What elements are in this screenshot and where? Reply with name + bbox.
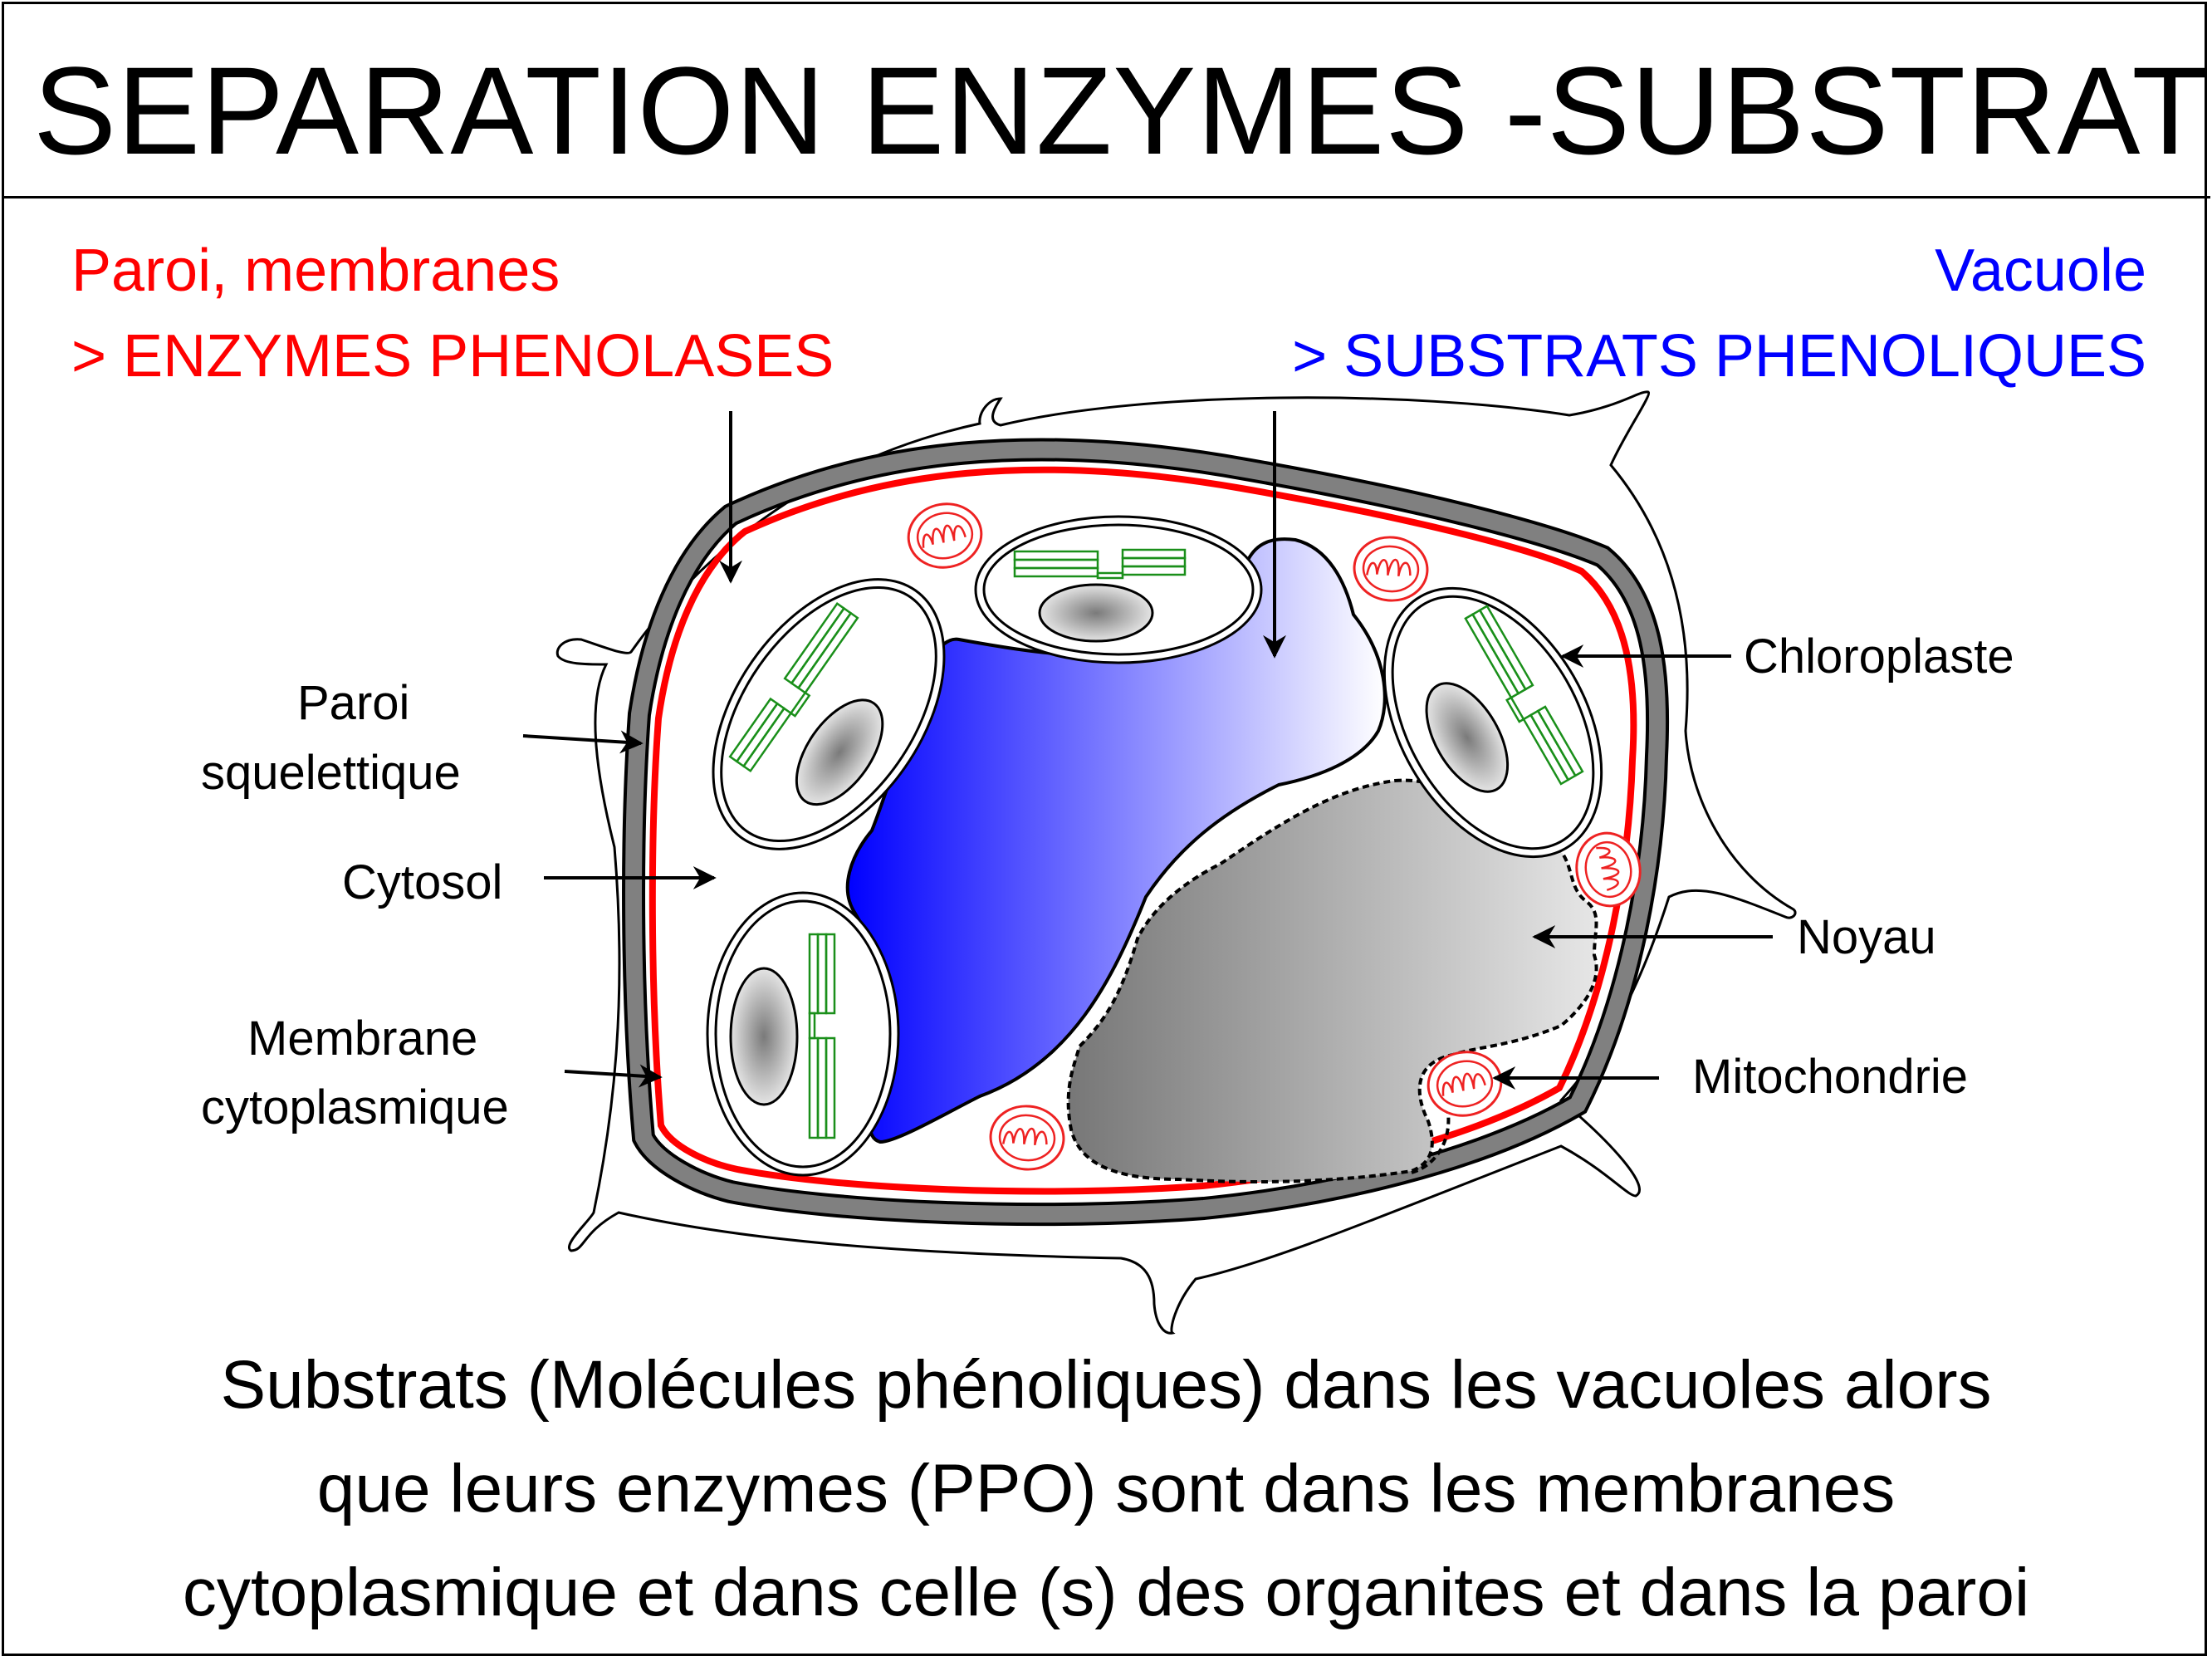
header-left-line2: > ENZYMES PHENOLASES (71, 323, 834, 390)
page-title: SEPARATION ENZYMES -SUBSTRATS (33, 41, 2212, 180)
chloroplast-right (1382, 586, 1603, 859)
header-right-line1: Vacuole (1935, 238, 2146, 304)
chloroplast-top (974, 515, 1263, 664)
nucleus (1066, 778, 1598, 1183)
chloroplast-left-upper (712, 578, 946, 850)
arrow-paroi (522, 730, 644, 754)
label-cytosol: Cytosol (342, 855, 503, 909)
title-divider (2, 196, 2210, 198)
header-right-line2: > SUBSTRATS PHENOLIQUES (1292, 323, 2146, 390)
caption-line3: cytoplasmique et dans celle (s) des orga… (182, 1555, 2030, 1630)
caption-line2: que leurs enzymes (PPO) sont dans les me… (316, 1451, 1896, 1526)
caption-line1: Substrats (Molécules phénoliques) dans l… (220, 1347, 1992, 1423)
label-paroi-line1: Paroi (297, 676, 410, 730)
label-membrane-line1: Membrane (247, 1012, 478, 1066)
label-mitochondrie: Mitochondrie (1692, 1050, 1969, 1104)
label-paroi-line2: squelettique (201, 746, 461, 800)
label-membrane-line2: cytoplasmique (201, 1080, 509, 1134)
label-noyau: Noyau (1797, 910, 1936, 964)
header-left-line1: Paroi, membranes (71, 238, 560, 304)
chloroplast-left-lower (706, 891, 900, 1177)
arrow-membrane (564, 1064, 663, 1088)
label-chloroplaste: Chloroplaste (1744, 630, 2014, 684)
